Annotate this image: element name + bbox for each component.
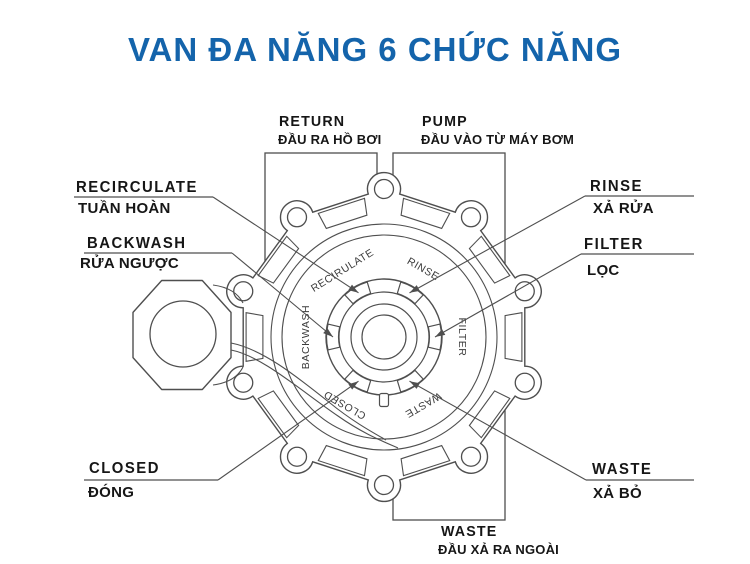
- callout-arrowhead-recirculate: [348, 284, 359, 293]
- callout-arrowhead-closed: [348, 381, 359, 390]
- callout-leader-waste: [409, 380, 587, 481]
- callout-waste-side-vi: XẢ BỎ: [593, 485, 643, 502]
- callout-backwash-en: BACKWASH: [87, 235, 187, 252]
- side-port-neck-outer: [230, 349, 399, 449]
- callout-waste-side-en: WASTE: [592, 461, 653, 478]
- callout-leader-backwash: [231, 252, 334, 338]
- bolt-hole: [286, 207, 308, 228]
- callout-arrowhead-rinse: [409, 285, 420, 293]
- hub-port-segment: [427, 323, 443, 351]
- callout-recirculate-vi: TUẦN HOÀN: [78, 200, 171, 217]
- bolt-hole: [460, 446, 482, 467]
- lid-circle-outer: [270, 223, 498, 451]
- side-port-neck-inner: [230, 342, 387, 441]
- hub-outer-ring: [325, 278, 443, 396]
- bolt-hole: [514, 372, 535, 393]
- flange-band-segment: [257, 390, 300, 439]
- callout-backwash-vi: RỬA NGƯỢC: [80, 255, 179, 272]
- callout-arrowhead-filter: [435, 329, 446, 337]
- callout-pump-vi: ĐẦU VÀO TỪ MÁY BƠM: [421, 132, 575, 147]
- dial-label-backwash: BACKWASH: [300, 305, 312, 370]
- callout-arrowhead-backwash: [323, 328, 333, 337]
- dial-label-filter: FILTER: [456, 318, 468, 357]
- flange-band-segment: [504, 312, 523, 362]
- bolt-hole: [373, 178, 395, 200]
- callout-closed-vi: ĐÓNG: [88, 484, 135, 501]
- side-port-flange: [132, 279, 232, 391]
- callout-rinse-en: RINSE: [590, 178, 643, 195]
- flange-band-segment: [400, 444, 451, 477]
- bolt-hole: [233, 372, 254, 393]
- callout-pump-en: PUMP: [422, 113, 468, 130]
- callout-filter-vi: LỌC: [587, 262, 620, 279]
- callout-arrowhead-waste: [409, 381, 420, 389]
- callout-closed-en: CLOSED: [89, 460, 160, 477]
- flange-band-segment: [400, 197, 451, 230]
- callout-leader-filter: [434, 253, 582, 338]
- bolt-hole: [460, 207, 482, 228]
- callout-leader-closed: [217, 380, 359, 481]
- bolt-hole: [286, 446, 308, 467]
- bolt-hole: [514, 281, 535, 302]
- bolt-hole: [373, 474, 395, 496]
- page-title: VAN ĐA NĂNG 6 CHỨC NĂNG: [127, 31, 623, 68]
- flange-neck-bottom: [212, 366, 244, 386]
- callout-return-en: RETURN: [279, 113, 346, 130]
- callout-leader-rinse: [409, 195, 586, 294]
- flange-neck-top: [212, 284, 244, 304]
- hub-stem: [361, 314, 407, 360]
- hub-collar: [350, 303, 418, 371]
- callout-leader-recirculate: [212, 196, 359, 294]
- flange-band-segment: [257, 235, 300, 284]
- flange-band-segment: [468, 235, 511, 284]
- flange-band-segment: [317, 197, 368, 230]
- flange-band-segment: [317, 444, 368, 477]
- callout-filter-en: FILTER: [584, 236, 644, 253]
- callout-waste-bottom-en: WASTE: [441, 523, 498, 540]
- flange-band-segment: [468, 390, 511, 439]
- callout-waste-bottom-vi: ĐẦU XẢ RA NGOÀI: [438, 542, 559, 557]
- callout-return-vi: ĐẦU RA HỒ BƠI: [278, 132, 382, 147]
- flange-band-segment: [245, 312, 264, 362]
- bolt-hole: [233, 281, 254, 302]
- hub-port-segment: [325, 323, 341, 351]
- callout-recirculate-en: RECIRCULATE: [76, 179, 198, 196]
- callout-rinse-vi: XẢ RỬA: [593, 200, 654, 217]
- hub-indicator-tab: [378, 392, 390, 408]
- side-port-bore: [149, 300, 217, 368]
